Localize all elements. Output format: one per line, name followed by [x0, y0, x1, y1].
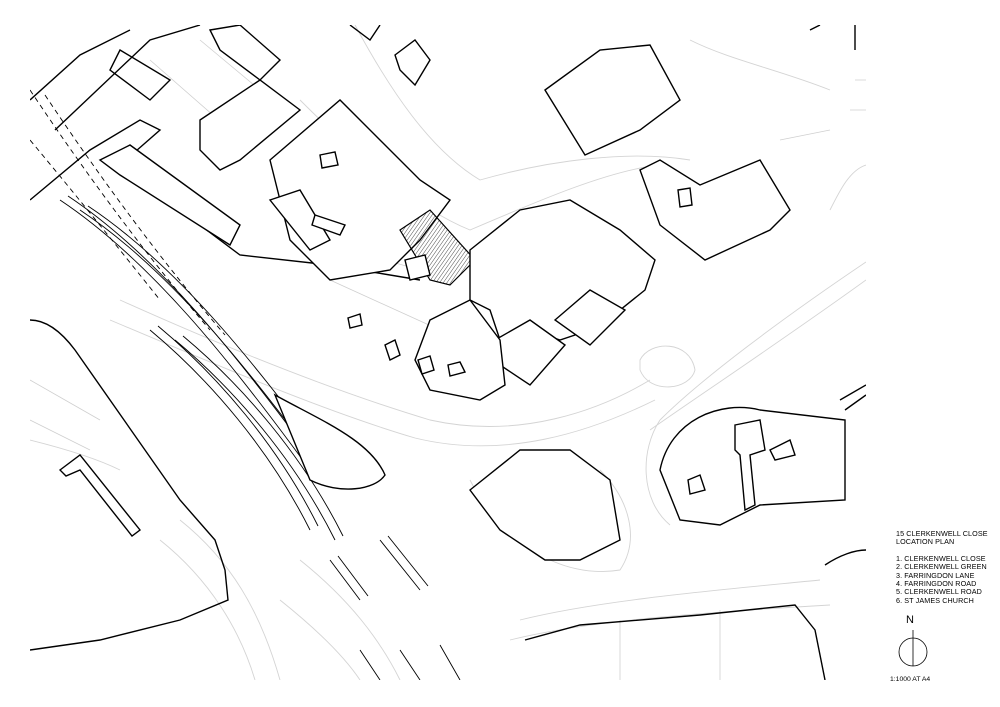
legend: 15 CLERKENWELL CLOSE LOCATION PLAN 1. CL… — [896, 529, 996, 605]
legend-item: 6. ST JAMES CHURCH — [896, 595, 974, 605]
legend-item: 4. FARRINGDON ROAD — [896, 579, 977, 589]
scale-label: 1:1000 AT A4 — [890, 676, 931, 683]
plan-type: LOCATION PLAN — [896, 537, 955, 547]
railway-tracks — [59, 195, 461, 680]
legend-item: 5. CLERKENWELL ROAD — [896, 587, 982, 597]
buildings — [30, 25, 866, 680]
north-label: N — [906, 614, 914, 626]
project-title: 15 CLERKENWELL CLOSE — [896, 529, 988, 538]
legend-item: 1. CLERKENWELL CLOSE — [896, 553, 986, 563]
north-arrow-icon — [898, 630, 928, 667]
legend-item: 2. CLERKENWELL GREEN — [896, 562, 987, 572]
legend-list: 1. CLERKENWELL CLOSE 2. CLERKENWELL GREE… — [896, 553, 996, 605]
legend-item: 3. FARRINGDON LANE — [896, 570, 975, 580]
